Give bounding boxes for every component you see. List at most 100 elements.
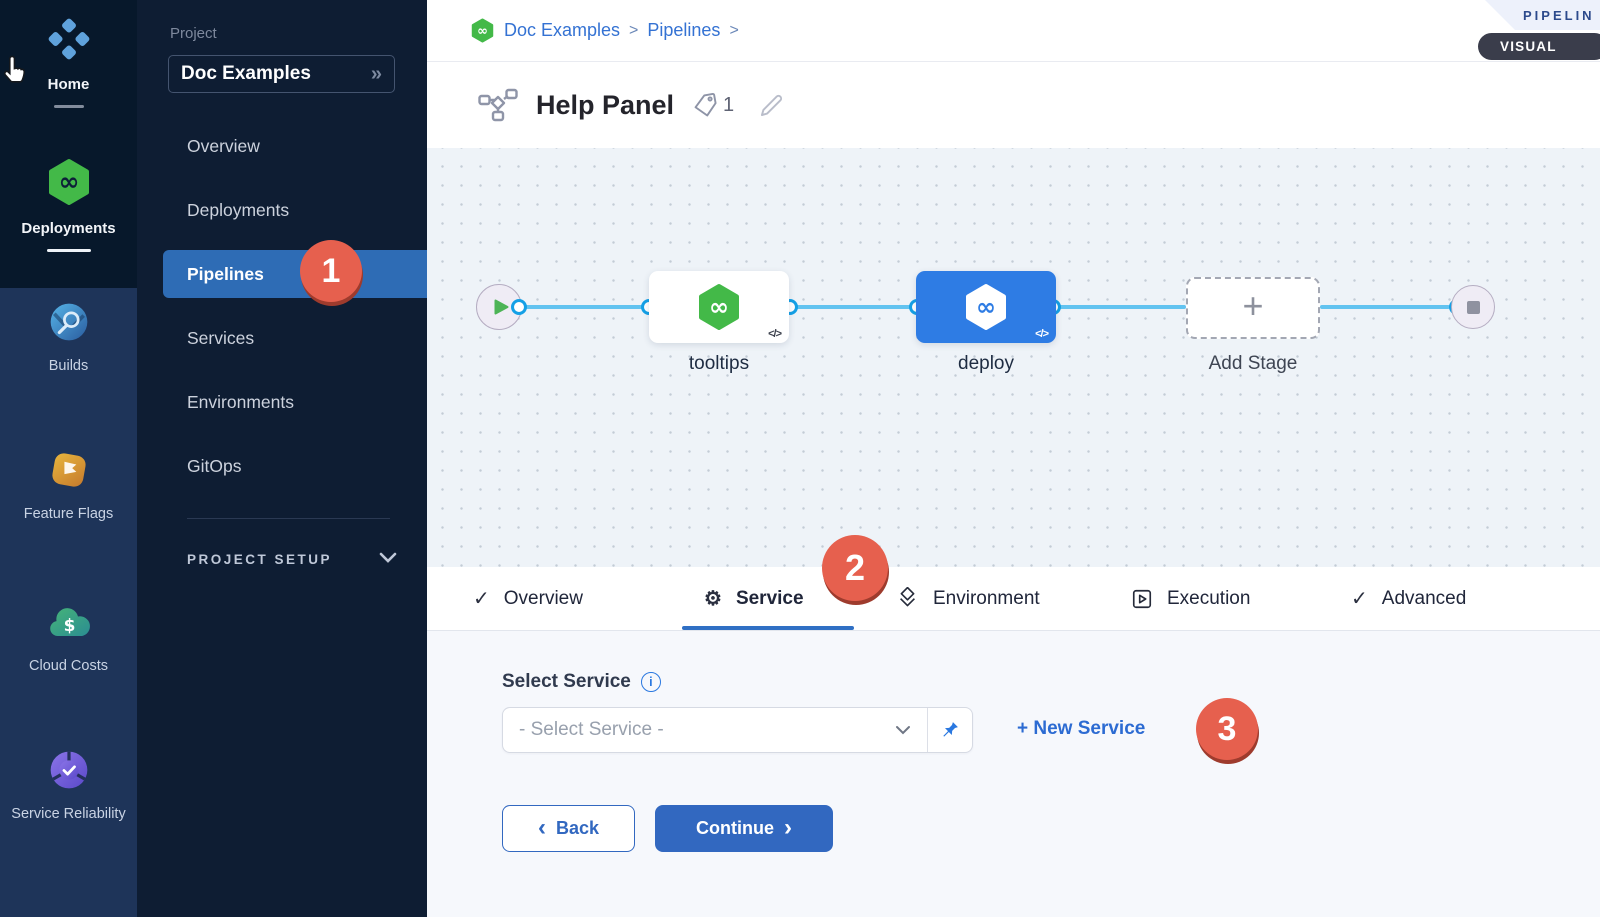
pipeline-title-bar: Help Panel 1 bbox=[427, 62, 1600, 148]
pin-service-button[interactable] bbox=[928, 708, 972, 752]
check-icon: ✓ bbox=[473, 588, 490, 610]
project-setup-label: PROJECT SETUP bbox=[187, 551, 333, 567]
tab-execution[interactable]: Execution bbox=[1131, 567, 1250, 630]
edit-pipeline-button[interactable] bbox=[758, 92, 785, 119]
stage-harness-icon: ∞ bbox=[962, 283, 1010, 331]
builds-icon bbox=[47, 300, 91, 349]
module-label: Cloud Costs bbox=[29, 658, 108, 674]
continue-button-label: Continue bbox=[696, 818, 774, 838]
continue-button[interactable]: Continue › bbox=[655, 805, 833, 852]
pipeline-edge bbox=[796, 305, 919, 309]
sidebar-item-environments[interactable]: Environments bbox=[137, 378, 427, 426]
service-reliability-icon bbox=[47, 748, 91, 797]
module-label: Builds bbox=[48, 358, 89, 374]
stage-tabbar: ✓ Overview ⚙ Service Environment bbox=[427, 567, 1600, 631]
stage-card-deploy[interactable]: ∞ </> bbox=[916, 271, 1056, 343]
tab-environment[interactable]: Environment bbox=[896, 567, 1040, 630]
sidebar-item-overview[interactable]: Overview bbox=[137, 122, 427, 170]
divider bbox=[927, 708, 928, 752]
plus-icon: + bbox=[1242, 285, 1264, 326]
stage-label: tooltips bbox=[688, 353, 750, 374]
sidebar-item-label: Environments bbox=[187, 391, 294, 412]
module-label: Home bbox=[47, 76, 90, 93]
sidebar-item-deployments[interactable]: Deployments bbox=[137, 186, 427, 234]
back-button[interactable]: ‹ Back bbox=[502, 805, 635, 852]
breadcrumb: ∞ Doc Examples > Pipelines > bbox=[427, 0, 1600, 62]
active-tab-indicator bbox=[682, 626, 854, 630]
pipeline-edge bbox=[525, 305, 651, 309]
pipeline-edge bbox=[1320, 305, 1450, 309]
breadcrumb-link-pipelines[interactable]: Pipelines bbox=[647, 20, 721, 40]
module-label: Deployments bbox=[21, 220, 116, 237]
view-toggle-visual[interactable]: VISUAL bbox=[1478, 33, 1600, 60]
service-select-dropdown[interactable]: - Select Service - bbox=[503, 708, 927, 752]
chevron-right-icon: › bbox=[784, 813, 792, 841]
add-stage-label: Add Stage bbox=[1208, 353, 1298, 374]
tab-advanced[interactable]: ✓ Advanced bbox=[1351, 567, 1466, 630]
module-item-home[interactable]: Home bbox=[0, 16, 137, 108]
svg-text:∞: ∞ bbox=[58, 167, 79, 196]
select-service-label: Select Service bbox=[502, 671, 631, 692]
pipeline-canvas[interactable]: ∞ </> tooltips ∞ </> deploy + Add St bbox=[427, 148, 1600, 567]
sidebar-item-label: GitOps bbox=[187, 455, 242, 476]
expand-project-icon[interactable]: » bbox=[370, 62, 382, 85]
execution-icon bbox=[1131, 588, 1153, 610]
tab-service[interactable]: ⚙ Service bbox=[704, 567, 804, 630]
module-item-cloud-costs[interactable]: $ Cloud Costs bbox=[0, 600, 137, 677]
module-nav: Home ∞ Deployments bbox=[0, 0, 137, 917]
environment-layers-icon bbox=[896, 587, 919, 610]
module-item-builds[interactable]: Builds bbox=[0, 300, 137, 377]
sidebar-divider bbox=[187, 518, 390, 519]
sidebar-item-gitops[interactable]: GitOps bbox=[137, 442, 427, 490]
stage-label: deploy bbox=[958, 353, 1014, 374]
new-service-link[interactable]: + New Service bbox=[1017, 718, 1146, 739]
module-item-feature-flags[interactable]: Feature Flags bbox=[0, 448, 137, 525]
cloud-costs-icon: $ bbox=[45, 600, 93, 649]
project-name: Doc Examples bbox=[181, 63, 311, 84]
project-sidebar: Project Doc Examples » Overview Deployme… bbox=[137, 0, 427, 917]
harness-project-icon: ∞ bbox=[470, 18, 495, 43]
active-module-indicator bbox=[53, 105, 84, 108]
home-icon bbox=[46, 16, 92, 67]
tab-label: Environment bbox=[933, 587, 1040, 609]
info-icon[interactable]: i bbox=[640, 672, 661, 692]
module-nav-lower-section bbox=[0, 288, 137, 917]
svg-text:∞: ∞ bbox=[709, 293, 729, 321]
sidebar-item-services[interactable]: Services bbox=[137, 314, 427, 362]
connector-port[interactable] bbox=[511, 299, 527, 315]
project-setup-toggle[interactable]: PROJECT SETUP bbox=[187, 550, 397, 568]
pin-icon bbox=[940, 720, 960, 740]
module-item-service-reliability[interactable]: Service Reliability bbox=[0, 748, 137, 825]
view-toggle-label: VISUAL bbox=[1500, 39, 1557, 54]
tab-label: Service bbox=[735, 587, 804, 609]
stage-card-tooltips[interactable]: ∞ </> bbox=[649, 271, 789, 343]
add-stage-button[interactable]: + bbox=[1186, 277, 1320, 339]
pipeline-edge bbox=[1059, 305, 1186, 309]
svg-text:∞: ∞ bbox=[976, 293, 996, 321]
pipeline-studio-ribbon: PIPELIN bbox=[1485, 0, 1600, 30]
module-label: Service Reliability bbox=[11, 806, 126, 822]
tab-overview[interactable]: ✓ Overview bbox=[473, 567, 583, 630]
sidebar-item-label: Services bbox=[187, 327, 255, 348]
service-tab-panel: Select Service i - Select Service - bbox=[427, 631, 1600, 917]
pipeline-flowchart-icon bbox=[478, 88, 518, 122]
sidebar-item-pipelines[interactable]: Pipelines bbox=[163, 250, 427, 298]
breadcrumb-link-project[interactable]: Doc Examples bbox=[504, 20, 621, 40]
tag-count: 1 bbox=[723, 93, 735, 116]
breadcrumb-separator: > bbox=[729, 21, 739, 39]
tag-icon bbox=[692, 92, 719, 119]
chevron-down-icon bbox=[379, 550, 397, 568]
project-section-label: Project bbox=[170, 25, 217, 42]
active-module-indicator bbox=[46, 249, 91, 252]
main-content: ∞ Doc Examples > Pipelines > PIPELIN bbox=[427, 0, 1600, 917]
tab-label: Advanced bbox=[1381, 587, 1467, 609]
play-icon bbox=[494, 299, 509, 315]
sidebar-item-label: Pipelines bbox=[187, 263, 264, 284]
module-item-deployments[interactable]: ∞ Deployments bbox=[0, 158, 137, 252]
tags-button[interactable]: 1 bbox=[692, 92, 734, 119]
stop-icon bbox=[1466, 300, 1480, 314]
project-selector[interactable]: Doc Examples » bbox=[168, 55, 395, 93]
svg-text:$: $ bbox=[63, 616, 75, 636]
tab-label: Overview bbox=[503, 587, 583, 609]
